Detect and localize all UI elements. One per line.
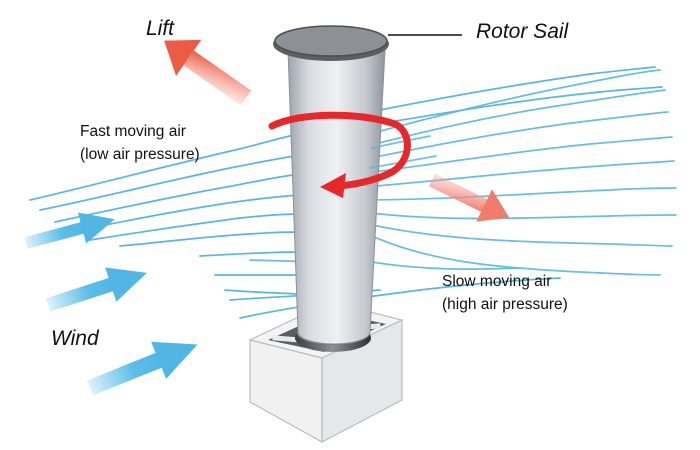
wind-label: Wind — [51, 327, 99, 350]
rotor-cylinder — [287, 49, 386, 345]
streamline — [39, 154, 301, 211]
streamline — [224, 289, 299, 295]
fast-air-label: Fast moving air (low air pressure) — [80, 120, 200, 166]
streamline — [349, 111, 669, 163]
fast-air-line1: Fast moving air — [80, 123, 186, 140]
streamline — [367, 223, 673, 247]
streamline — [54, 173, 301, 223]
rotor-cap — [274, 25, 388, 57]
base-left-face — [249, 339, 323, 444]
wind-arrow-icon — [87, 341, 198, 396]
streamline — [355, 187, 677, 201]
streamline — [351, 160, 675, 189]
streamline — [379, 66, 656, 111]
wind-arrows — [24, 212, 198, 396]
streamline — [349, 136, 673, 176]
streamline — [69, 194, 301, 233]
wind-arrow-icon — [45, 267, 147, 312]
streamline — [239, 277, 561, 319]
streamlines-front — [29, 66, 663, 319]
fast-air-line2: (low air pressure) — [80, 146, 200, 163]
streamline — [89, 213, 301, 241]
lift-label: Lift — [146, 17, 175, 40]
streamline — [199, 251, 299, 257]
wind-arrow-icon — [24, 212, 115, 249]
lift-arrow-icon — [164, 39, 252, 106]
streamline — [354, 69, 661, 139]
streamline — [119, 231, 303, 247]
slow-air-line2: (high air pressure) — [442, 296, 568, 313]
rotor-sail-label: Rotor Sail — [476, 20, 569, 43]
slow-air-line1: Slow moving air — [442, 273, 552, 290]
streamline — [361, 211, 677, 220]
rotation-arrow-icon — [268, 111, 411, 198]
streamline — [377, 86, 663, 125]
streamline — [29, 133, 299, 201]
slow-air-label: Slow moving air (high air pressure) — [442, 270, 568, 316]
deflection-arrow-icon — [428, 173, 510, 222]
streamline — [371, 235, 661, 276]
